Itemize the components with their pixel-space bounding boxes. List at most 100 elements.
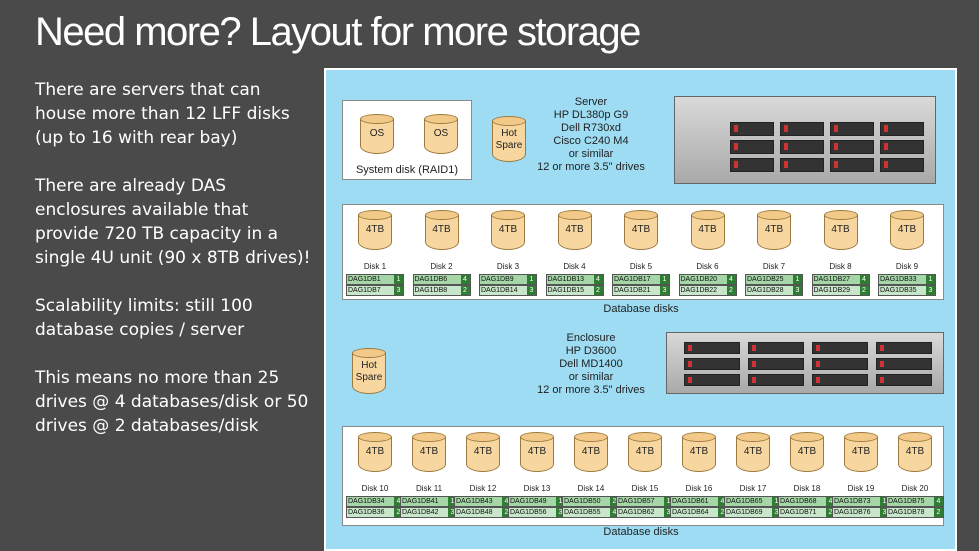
server-caption: Server HP DL380p G9 Dell R730xd Cisco C2…	[537, 96, 645, 173]
db-drive-cylinder: 4TB	[898, 432, 932, 472]
db-copy-number: 4	[610, 508, 619, 517]
db-name: DAG1DB22	[680, 287, 718, 294]
db-copy-row: DAG1DB73 1	[832, 496, 890, 507]
drive-size: 4TB	[689, 446, 709, 457]
drive-size: 4TB	[897, 224, 917, 235]
db-name: DAG1DB8	[414, 287, 448, 294]
db-copy-number: 1	[556, 497, 565, 506]
db-drive-cylinder: 4TB	[682, 432, 716, 472]
db-copy-number: 1	[527, 275, 536, 284]
disk-label: Disk 10	[361, 484, 389, 493]
disk-label: Disk 4	[563, 262, 586, 271]
enclosure-caption: Enclosure HP D3600 Dell MD1400 or simila…	[537, 332, 645, 396]
drive-size: 4TB	[527, 446, 547, 457]
paragraph-4: This means no more than 25 drives @ 4 da…	[35, 368, 309, 436]
db-drive-cylinder: 4TB	[557, 210, 592, 250]
disk-label: Disk 14	[577, 484, 605, 493]
db-name: DAG1DB42	[402, 509, 439, 516]
db-name: DAG1DB29	[813, 287, 851, 294]
db-name: DAG1DB9	[481, 276, 514, 283]
db-copy-number: 3	[394, 286, 403, 295]
paragraph-1: There are servers that can house more th…	[35, 80, 290, 148]
disk-label: Disk 15	[631, 484, 659, 493]
disk-label: Disk 5	[629, 262, 653, 271]
db-name: DAG1DB75	[888, 498, 925, 505]
db-copy-number: 4	[718, 497, 727, 506]
drive-size: 4TB	[365, 224, 385, 235]
db-name: DAG1DB14	[481, 287, 518, 294]
db-name: DAG1DB68	[780, 498, 817, 505]
drive-size: 4TB	[631, 224, 651, 235]
slide-title: Need more? Layout for more storage	[35, 10, 641, 54]
db-name: DAG1DB73	[834, 498, 871, 505]
db-copy-row: DAG1DB17 1	[612, 274, 670, 285]
db-name: DAG1DB49	[510, 498, 547, 505]
db-copy-number: 4	[826, 497, 835, 506]
db-name: DAG1DB6	[414, 276, 448, 283]
drive-size: 4TB	[581, 446, 601, 457]
db-drive-cylinder: 4TB	[628, 432, 662, 472]
disk-label: Disk 16	[685, 484, 713, 493]
db-copy-number: 4	[502, 497, 511, 506]
db-copy-number: 2	[460, 286, 470, 295]
db-copy-row: DAG1DB9 1	[479, 274, 537, 285]
db-name: DAG1DB50	[564, 498, 601, 505]
db-copy-number: 1	[772, 497, 781, 506]
db-copy-number: 4	[934, 497, 943, 506]
storage-diagram: OS OS System disk (RAID1) Hot Spare Serv…	[324, 68, 957, 551]
db-name: DAG1DB76	[834, 509, 871, 516]
db-copy-number: 1	[394, 275, 403, 284]
db-name: DAG1DB71	[780, 509, 817, 516]
db-drive-cylinder: 4TB	[466, 432, 500, 472]
db-name: DAG1DB21	[614, 287, 651, 294]
db-drive-cylinder: 4TB	[424, 210, 459, 250]
disk-label: Disk 19	[847, 484, 875, 493]
db-copy-number: 3	[926, 286, 935, 295]
disk-label: Disk 17	[739, 484, 767, 493]
db-copy-number: 1	[660, 275, 669, 284]
disk-label: Disk 6	[696, 262, 719, 271]
drive-size: 4TB	[698, 224, 717, 235]
drive-size: 4TB	[473, 446, 493, 457]
hot-spare-disk-2: Hot Spare	[352, 348, 386, 394]
db-copy-number: 3	[556, 508, 565, 517]
drive-size: 4TB	[565, 224, 584, 235]
db-copy-number: 3	[793, 286, 802, 295]
os-disk-1: OS	[360, 114, 394, 154]
db-drive-cylinder: 4TB	[823, 210, 858, 250]
db-name: DAG1DB17	[614, 276, 651, 283]
drive-size: 4TB	[905, 446, 925, 457]
database-disks-label-1: Database disks	[603, 303, 679, 315]
hot-spare-disk-1: Hot Spare	[492, 116, 526, 162]
db-copy-number: 1	[880, 497, 889, 506]
db-copy-number: 2	[610, 497, 619, 506]
disk-label: Disk 12	[469, 484, 497, 493]
db-name: DAG1DB48	[456, 509, 493, 516]
db-drive-cylinder: 4TB	[757, 210, 791, 250]
